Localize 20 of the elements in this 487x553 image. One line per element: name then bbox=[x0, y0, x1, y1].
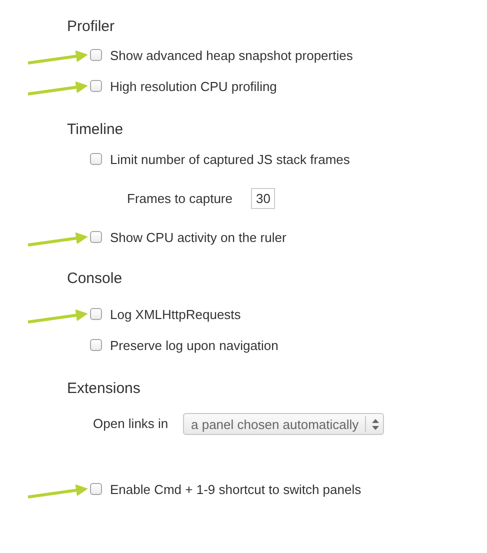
section-heading: Timeline bbox=[67, 121, 124, 138]
section-heading: Profiler bbox=[67, 18, 115, 35]
arrow bbox=[28, 232, 88, 246]
option-label: Enable Cmd + 1-9 shortcut to switch panels bbox=[110, 482, 362, 496]
option-label: High resolution CPU profiling bbox=[110, 78, 277, 94]
option-label: Log XMLHttpRequests bbox=[110, 306, 241, 322]
arrow bbox=[28, 309, 88, 324]
option-label: Preserve log upon navigation bbox=[110, 338, 278, 352]
section-heading: Console bbox=[67, 270, 122, 287]
arrow bbox=[28, 81, 88, 96]
arrow bbox=[28, 484, 88, 498]
arrow bbox=[28, 50, 88, 64]
setting-label: Open links in bbox=[93, 416, 168, 431]
section-heading: Extensions bbox=[67, 380, 140, 397]
option-label: Show advanced heap snapshot properties bbox=[110, 48, 353, 62]
option-label: Limit number of captured JS stack frames bbox=[110, 152, 350, 166]
option-label: Show CPU activity on the ruler bbox=[110, 230, 286, 244]
setting-label: Frames to capture bbox=[127, 191, 232, 206]
dropdown-select: a panel chosen automatically bbox=[183, 413, 384, 435]
input-field: 30 bbox=[251, 188, 276, 209]
